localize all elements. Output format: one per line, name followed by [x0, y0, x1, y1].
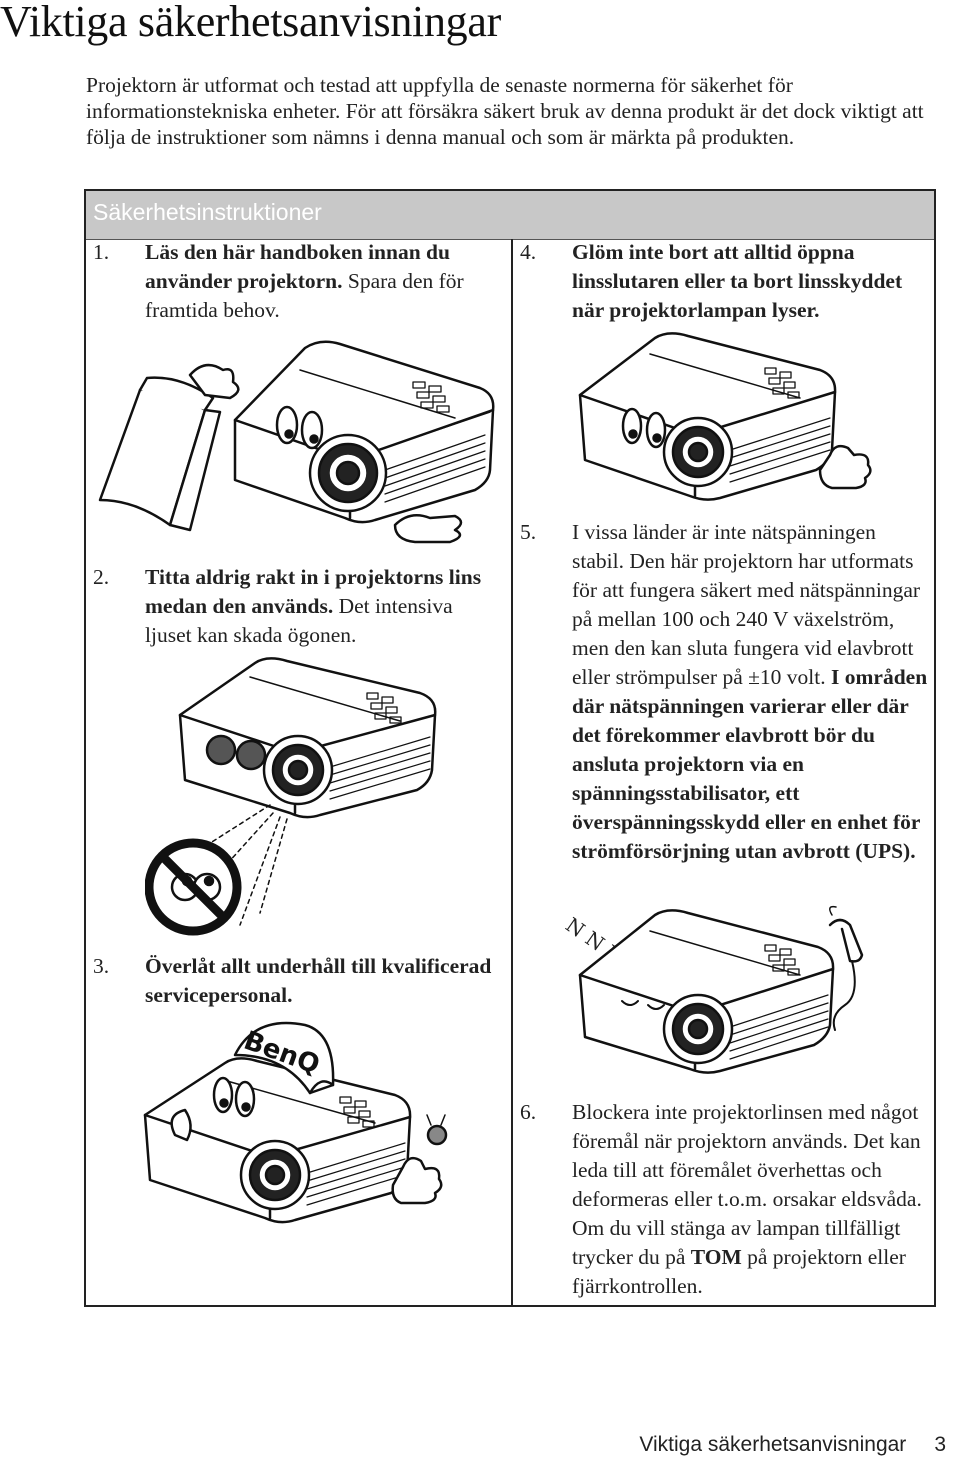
item-bold-text: Överlåt allt underhåll till kvalificerad…: [145, 954, 492, 1007]
sunglasses-icon: [205, 734, 267, 771]
item-number: 3.: [93, 954, 110, 978]
item-bold-text: I områden där nätspänningen varierar ell…: [572, 665, 928, 863]
item-bold-text: TOM: [690, 1245, 742, 1269]
projector-icon: [578, 332, 837, 501]
projector-reading-illustration: [95, 330, 505, 545]
column-divider: [511, 239, 513, 1305]
item-text: på projektorn eller fjärrkontrollen.: [572, 1245, 906, 1298]
thumbs-up-icon: [818, 444, 872, 490]
projector-power-illustration: N N N: [560, 905, 920, 1085]
item-text: I vissa länder är inte nätspänningen sta…: [572, 520, 921, 689]
section-header-title: Säkerhetsinstruktioner: [93, 199, 322, 225]
hand-icon: [188, 363, 463, 544]
no-look-sign-icon: [145, 838, 242, 936]
item-number: 5.: [520, 520, 537, 544]
item-text: Det intensiva ljuset kan skada ögonen.: [145, 594, 453, 647]
item-number: 6.: [520, 1100, 537, 1124]
page-number: 3: [934, 1433, 946, 1456]
projector-lens-open-illustration: [570, 330, 900, 510]
item-text: Spara den för framtida behov.: [145, 269, 464, 322]
footer-title: Viktiga säkerhetsanvisningar: [639, 1433, 907, 1456]
instruction-item-2: 2. Titta aldrig rakt in i projektorns li…: [93, 563, 493, 653]
instruction-item-1: 1. Läs den här handboken innan du använd…: [93, 238, 493, 328]
projector-no-look-illustration: [145, 655, 450, 945]
item-number: 4.: [520, 240, 537, 264]
page-footer: Viktiga säkerhetsanvisningar 3: [639, 1433, 946, 1457]
instruction-item-3: 3. Överlåt allt underhåll till kvalifice…: [93, 952, 513, 1012]
instruction-item-6: 6. Blockera inte projektorlinsen med någ…: [520, 1098, 930, 1308]
projector-icon: [178, 657, 437, 819]
projector-icon: [233, 340, 495, 524]
thumbs-up-icon: [391, 1156, 443, 1205]
closed-eyes-icon: [621, 1000, 665, 1010]
safety-instructions-box: Säkerhetsinstruktioner: [84, 189, 936, 1307]
instruction-item-4: 4. Glöm inte bort att alltid öppna linss…: [520, 238, 930, 328]
instruction-item-5: 5. I vissa länder är inte nätspänningen …: [520, 518, 930, 898]
hand-icon: [170, 1108, 192, 1142]
open-book-icon: [98, 376, 222, 532]
item-number: 2.: [93, 565, 110, 589]
item-bold-text: Titta aldrig rakt in i projektorns lins …: [145, 565, 482, 618]
item-number: 1.: [93, 240, 110, 264]
eyes-icon: [275, 405, 324, 450]
projector-service-illustration: BenQ: [135, 1015, 475, 1230]
medal-icon: [426, 1114, 448, 1146]
intro-paragraph: Projektorn är utformat och testad att up…: [86, 73, 924, 149]
eyes-icon: [621, 407, 667, 449]
eyes-icon: [212, 1076, 256, 1118]
page-title: Viktiga säkerhetsanvisningar: [0, 0, 501, 46]
section-header: Säkerhetsinstruktioner: [86, 191, 934, 240]
item-bold-text: Glöm inte bort att alltid öppna linsslut…: [572, 240, 903, 322]
item-bold-text: Läs den här handboken innan du använder …: [145, 240, 450, 293]
item-text: Blockera inte projektorlinsen med något …: [572, 1100, 922, 1269]
projector-icon: [578, 909, 835, 1074]
power-adapter-icon: [828, 905, 864, 1031]
